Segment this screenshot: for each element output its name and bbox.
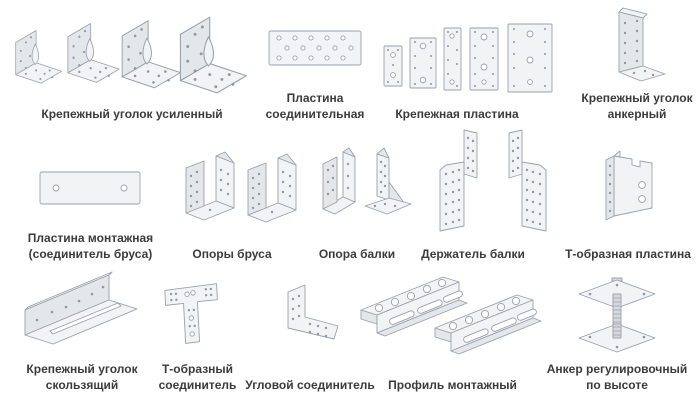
angle-bracket-reinforced-illustration — [15, 16, 247, 94]
item-label: Т-образный соединитель — [158, 362, 237, 392]
item-anchor-adjustable: Анкер регулировочный по высоте — [546, 266, 688, 395]
item-label: Опоры бруса — [192, 246, 272, 261]
item-profile-mounting: Профиль монтажный — [355, 266, 550, 395]
corner-connector-illustration — [287, 284, 339, 340]
fastening-plates-illustration — [383, 23, 553, 93]
item-label: Крепежная пластина — [395, 106, 519, 121]
item-angle-sliding: Крепежный уголок скользящий — [15, 266, 149, 395]
item-t-connector: Т-образный соединитель — [150, 266, 245, 395]
item-label: Т-образная пластина — [565, 246, 691, 261]
item-label: Пластина монтажная (соединитель бруса) — [27, 231, 154, 261]
item-label: Пластина соединительная — [265, 91, 365, 121]
beam-support-illustration — [322, 147, 412, 215]
mounting-plate-illustration — [39, 171, 141, 205]
connecting-plate-illustration — [268, 30, 362, 66]
item-beam-holder: Держатель балки — [415, 126, 547, 264]
item-beam-support: Опора балки — [307, 126, 412, 264]
item-angle-reinforced: Крепежный уголок усиленный — [8, 0, 256, 124]
t-shaped-plate-illustration — [605, 150, 653, 221]
mounting-profile-illustration — [360, 276, 542, 355]
item-plate-mounting: Пластина монтажная (соединитель бруса) — [18, 126, 163, 264]
timber-support-hangers-illustration — [185, 151, 297, 223]
sliding-angle-illustration — [24, 271, 138, 345]
item-label: Крепежный уголок анкерный — [581, 91, 693, 121]
item-timber-supports: Опоры бруса — [170, 126, 297, 264]
item-label: Крепежный уголок усиленный — [41, 106, 223, 121]
item-label: Крепежный уголок скользящий — [26, 362, 138, 392]
item-corner-connector: Угловой соединитель — [245, 266, 375, 395]
item-label: Профиль монтажный — [388, 377, 517, 392]
anchor-angle-illustration — [618, 7, 666, 82]
item-angle-anchor: Крепежный уголок анкерный — [578, 0, 696, 124]
item-label: Анкер регулировочный по высоте — [546, 362, 688, 392]
item-label: Угловой соединитель — [245, 377, 375, 392]
item-label: Держатель балки — [421, 246, 525, 261]
item-plate-connecting: Пластина соединительная — [258, 0, 372, 124]
item-label: Опора балки — [318, 246, 396, 261]
height-adjustable-anchor-illustration — [578, 277, 656, 353]
beam-holder-straps-illustration — [439, 129, 547, 232]
item-plate-fastening: Крепежная пластина — [362, 0, 553, 124]
t-connector-illustration — [164, 283, 218, 344]
item-t-plate: Т-образная пластина — [560, 126, 696, 264]
